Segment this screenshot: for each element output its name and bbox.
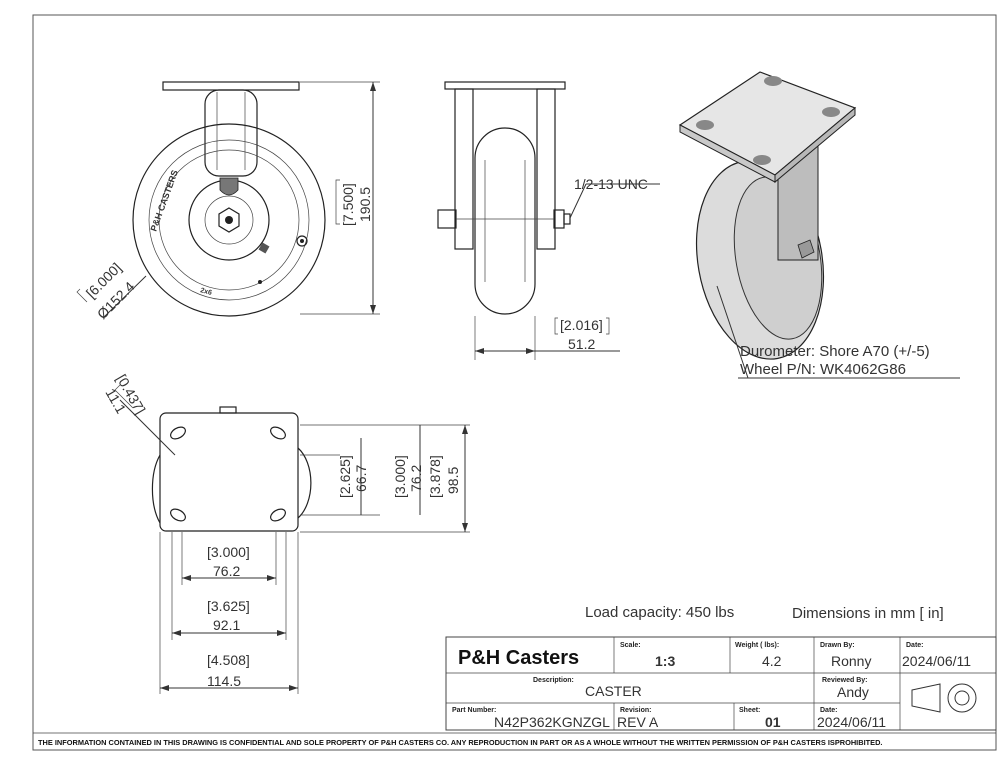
plate-w2-mm: 92.1 [213, 617, 240, 633]
front-view: P&H CASTERS 2x6 [132, 81, 326, 317]
top-view-dimensions: [0.437] 11.1 [2.625] 66.7 [3.000] 76.2 [… [102, 372, 468, 694]
thread-callout: 1/2-13 UNC [574, 176, 648, 192]
plate-w2-in: [3.625] [207, 598, 250, 614]
plate-w3-mm: 114.5 [207, 673, 241, 689]
isometric-notes: Durometer: Shore A70 (+/-5) Wheel P/N: W… [716, 285, 960, 379]
units-note: Dimensions in mm [ in] [792, 605, 944, 622]
revision-label: Revision: [620, 707, 652, 714]
date-value: 2024/06/11 [902, 653, 971, 669]
plate-h3-in: [3.878] [427, 455, 443, 498]
wheel-pn-note: Wheel P/N: WK4062G86 [740, 361, 906, 378]
company-name: P&H Casters [458, 647, 579, 669]
top-view [151, 406, 470, 533]
brand-shield-icon [219, 177, 239, 196]
plate-h2-mm: 76.2 [408, 465, 424, 492]
plate-w1-mm: 76.2 [213, 563, 240, 579]
wheel-brand-text: P&H CASTERS [148, 169, 179, 233]
front-view-dimensions: [7.500] 190.5 [6.000] Ø152.4 [76, 81, 380, 322]
plate-h3-mm: 98.5 [445, 467, 461, 494]
weight-value: 4.2 [762, 653, 782, 669]
confidential-footer: THE INFORMATION CONTAINED IN THIS DRAWIN… [38, 738, 882, 747]
durometer-note: Durometer: Shore A70 (+/-5) [740, 343, 930, 360]
part-number-label: Part Number: [452, 707, 496, 714]
load-capacity-note: Load capacity: 450 lbs [585, 604, 734, 621]
side-height-in: [7.500] [340, 183, 356, 226]
sheet-label: Sheet: [739, 707, 760, 714]
grease-fitting-icon [296, 235, 308, 247]
plate-h1-mm: 66.7 [353, 465, 369, 492]
date2-label: Date: [820, 707, 838, 714]
side-view-dimensions: 1/2-13 UNC [2.016] 51.2 [474, 176, 660, 360]
revision-value: REV A [617, 714, 659, 730]
plate-h1-in: [2.625] [337, 455, 353, 498]
width-in: [2.016] [560, 317, 603, 333]
isometric-view [678, 71, 857, 360]
plate-w3-in: [4.508] [207, 652, 250, 668]
hub-mark-text: 2x6 [199, 287, 212, 297]
date-label: Date: [906, 642, 924, 649]
scale-value: 1:3 [655, 653, 675, 669]
sheet-border [32, 14, 997, 751]
reviewed-by-value: Andy [837, 684, 869, 700]
scale-label: Scale: [620, 642, 641, 649]
drawn-by-value: Ronny [831, 653, 871, 669]
reviewed-by-label: Reviewed By: [822, 677, 868, 684]
date2-value: 2024/06/11 [817, 714, 886, 730]
drawn-by-label: Drawn By: [820, 642, 855, 649]
side-height-mm: 190.5 [357, 187, 373, 222]
weight-label: Weight ( lbs): [735, 642, 779, 649]
title-block: P&H Casters Scale: 1:3 Weight ( lbs): 4.… [445, 636, 997, 731]
side-view [437, 81, 571, 315]
plate-w1-in: [3.000] [207, 544, 250, 560]
third-angle-projection-icon [911, 683, 977, 713]
width-mm: 51.2 [568, 336, 595, 352]
plate-h2-in: [3.000] [392, 455, 408, 498]
part-number-value: N42P362KGNZGL [494, 714, 610, 730]
description-label: Description: [533, 677, 574, 684]
sheet-value: 01 [765, 714, 781, 730]
description-value: CASTER [585, 683, 642, 699]
